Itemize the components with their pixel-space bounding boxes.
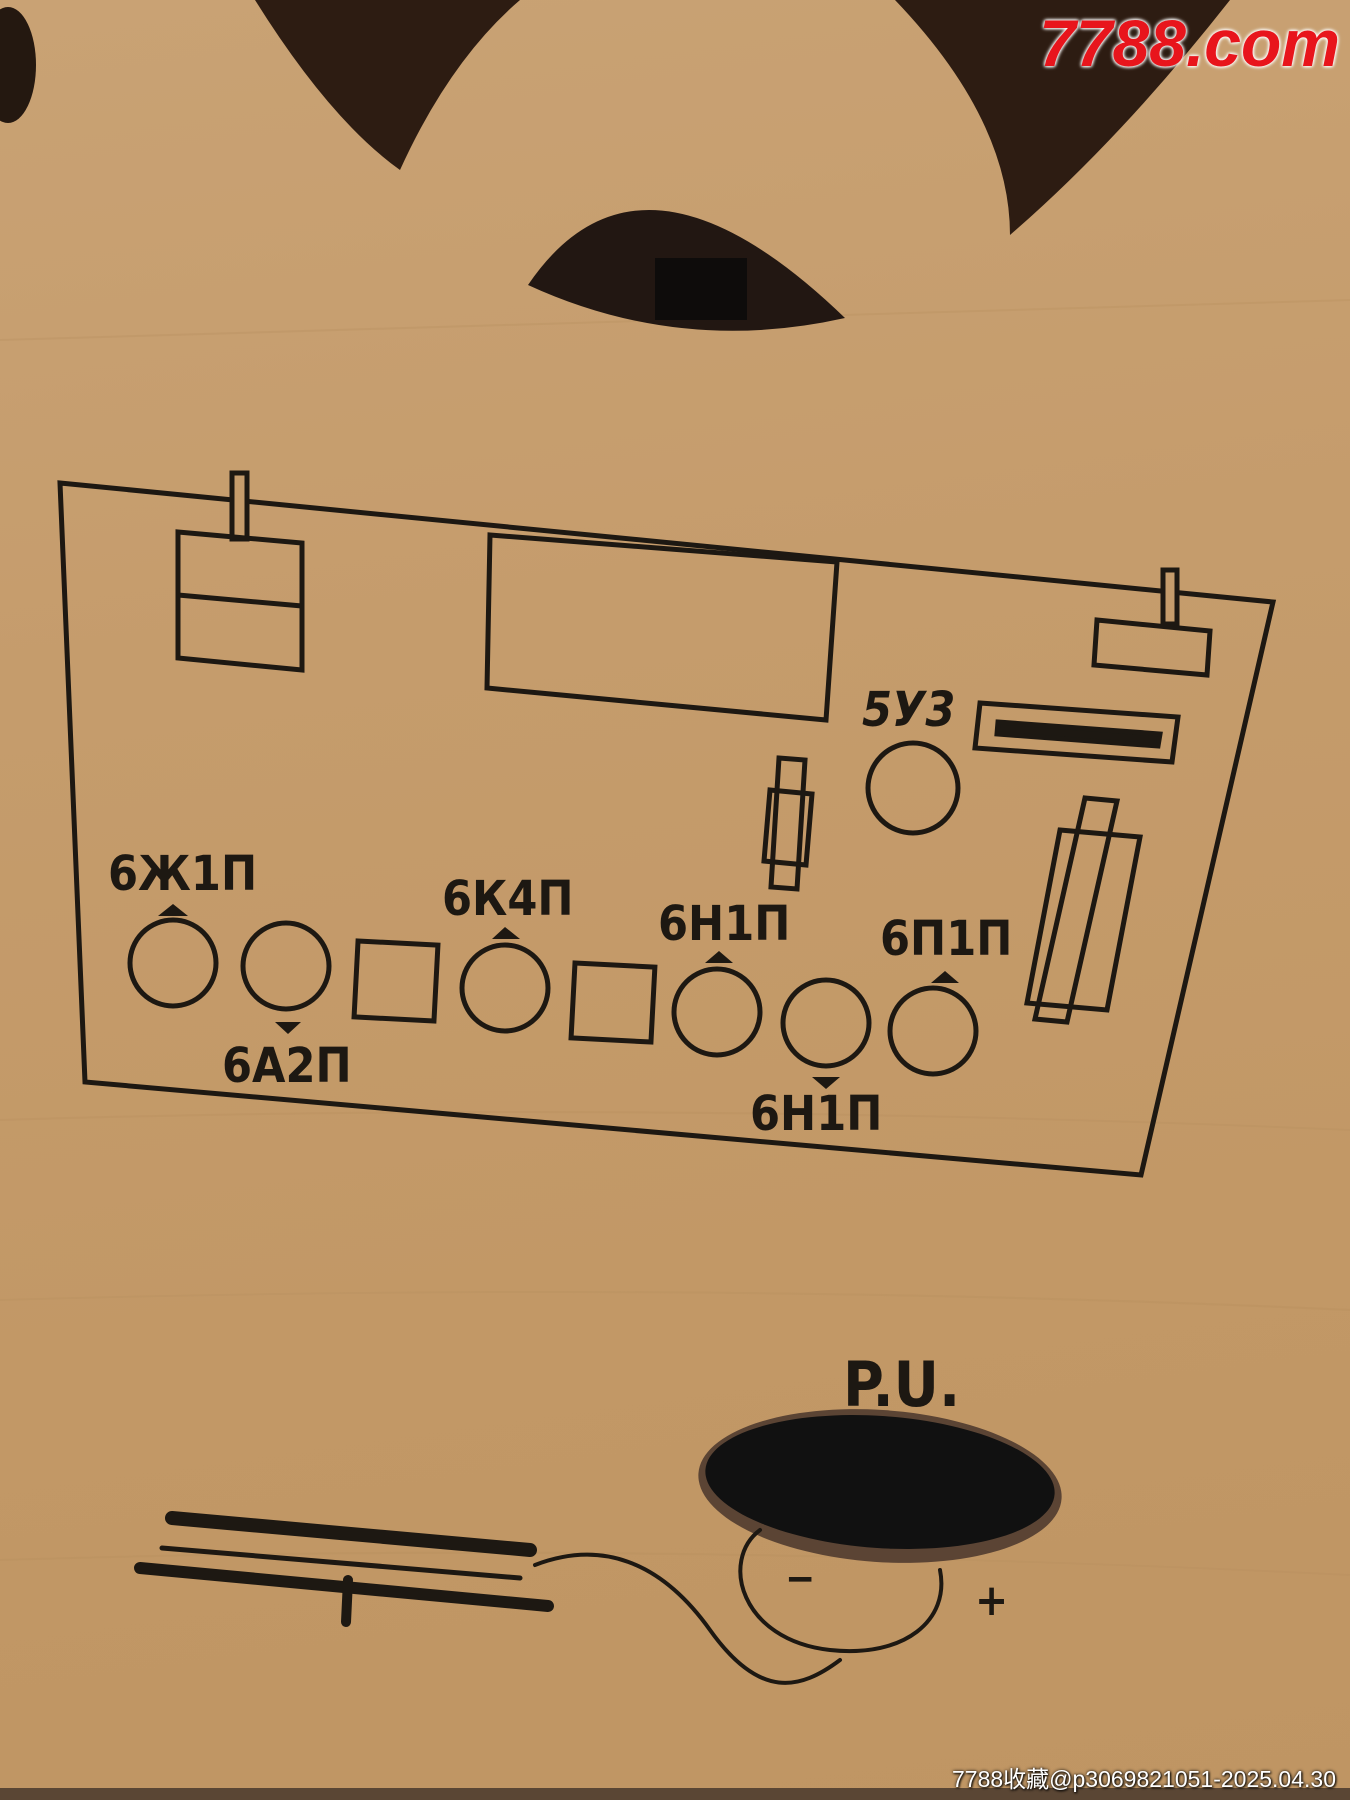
speaker-cutouts <box>0 0 1230 331</box>
tube-label-6k4p: 6К4П <box>442 871 574 927</box>
tube-socket-2 <box>240 920 332 1012</box>
chassis-outline <box>57 480 1277 1178</box>
bottom-edge <box>0 1788 1350 1800</box>
capacitor-small <box>761 755 815 892</box>
tube-socket-5 <box>780 977 872 1069</box>
tube-label-6n1p-upper: 6Н1П <box>658 896 790 952</box>
fuse-holder <box>972 700 1181 765</box>
transformer-left <box>175 470 305 673</box>
tonearm-drawing <box>134 1511 944 1685</box>
tube-socket-6 <box>887 985 979 1077</box>
watermark-caption: 7788收藏@p3069821051-2025.04.30 <box>952 1766 1336 1792</box>
pickup-socket <box>698 1409 1062 1563</box>
tube-socket-1 <box>127 917 219 1009</box>
pickup-plus-label: + <box>975 1575 1008 1626</box>
watermark-logo: 7788.com <box>1039 6 1340 80</box>
pickup-minus-label: − <box>785 1556 815 1602</box>
capacitor-large <box>1024 795 1143 1025</box>
tube-socket-4 <box>671 966 763 1058</box>
tuning-capacitor-block <box>484 532 840 723</box>
transformer-right <box>1091 567 1213 678</box>
pickup-label: P.U. <box>843 1348 960 1421</box>
tube-label-6p1p: 6П1П <box>880 911 1012 967</box>
tube-label-6zh1p: 6Ж1П <box>108 846 257 902</box>
ic-square-2 <box>568 960 658 1045</box>
rectifier-label: 5У3 <box>862 682 955 738</box>
tube-sockets <box>127 917 979 1077</box>
socket-key-arrows <box>158 904 959 1089</box>
tube-socket-3 <box>459 942 551 1034</box>
tube-label-6a2p: 6А2П <box>222 1038 352 1094</box>
ic-square-1 <box>351 938 441 1024</box>
tube-label-6n1p-lower: 6Н1П <box>750 1086 882 1142</box>
rectifier-socket <box>865 740 961 836</box>
